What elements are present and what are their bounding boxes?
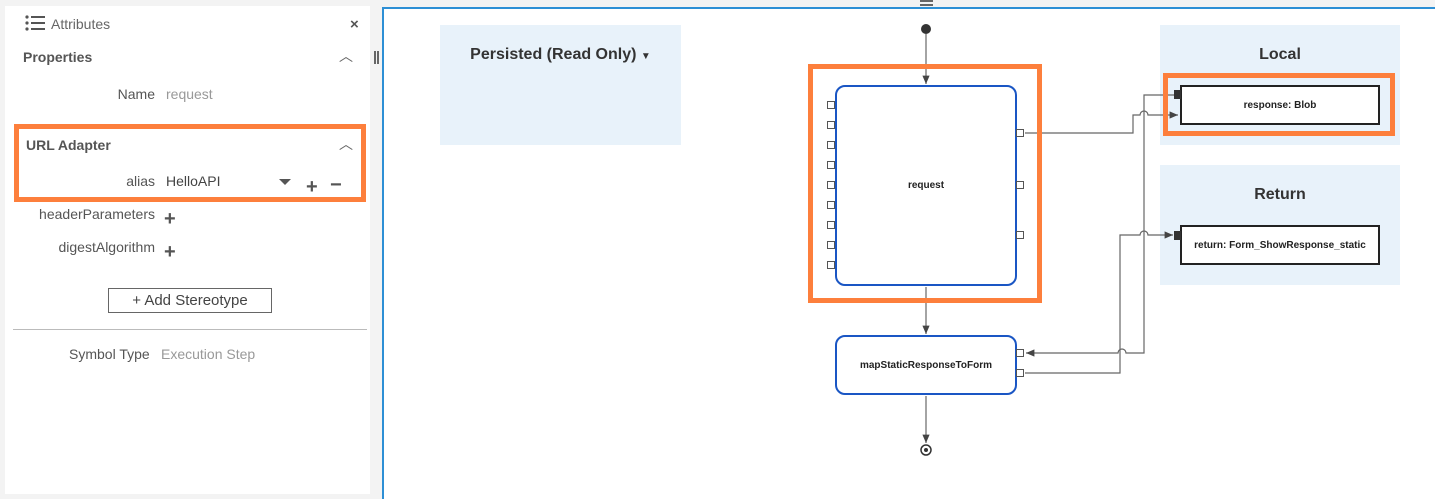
add-digest-algorithm-icon[interactable]: + — [164, 241, 176, 263]
remove-alias-icon[interactable]: − — [330, 174, 342, 196]
port[interactable] — [827, 201, 835, 209]
panel-title: Attributes — [51, 16, 111, 32]
port[interactable] — [1016, 129, 1024, 137]
edge-request-response — [1025, 110, 1178, 134]
add-stereotype-button[interactable]: + Add Stereotype — [108, 288, 272, 313]
response-variable[interactable]: response: Blob — [1180, 85, 1380, 125]
request-node[interactable]: request — [835, 85, 1017, 286]
header-parameters-label: headerParameters — [39, 206, 155, 222]
port[interactable] — [827, 181, 835, 189]
response-port — [1174, 90, 1181, 99]
map-node-label: mapStaticResponseToForm — [859, 359, 993, 371]
response-highlight — [1163, 73, 1395, 136]
port[interactable] — [827, 261, 835, 269]
edge-map-return — [1025, 230, 1173, 374]
map-static-response-node[interactable]: mapStaticResponseToForm — [835, 335, 1017, 395]
port[interactable] — [827, 141, 835, 149]
resize-handle[interactable] — [374, 51, 379, 64]
list-icon — [25, 15, 47, 31]
persisted-zone: Persisted (Read Only) ▼ — [440, 25, 681, 145]
close-icon[interactable]: × — [350, 16, 359, 33]
digest-algorithm-label: digestAlgorithm — [58, 239, 156, 255]
url-adapter-highlight — [14, 124, 366, 202]
port[interactable] — [1016, 181, 1024, 189]
edge-response-map — [1026, 94, 1175, 357]
port[interactable] — [1016, 349, 1024, 357]
dropdown-arrow-icon[interactable] — [279, 179, 291, 185]
chevron-up-icon[interactable]: ︿ — [339, 136, 353, 152]
port[interactable] — [827, 241, 835, 249]
alias-select[interactable]: HelloAPI — [166, 173, 221, 189]
return-variable-label: return: Form_ShowResponse_static — [1194, 239, 1366, 251]
end-node-dot — [924, 448, 928, 452]
port[interactable] — [827, 101, 835, 109]
alias-label: alias — [126, 173, 155, 189]
request-highlight — [808, 64, 1042, 303]
port[interactable] — [827, 161, 835, 169]
port[interactable] — [827, 121, 835, 129]
chevron-up-icon[interactable]: ︿ — [339, 48, 353, 64]
persisted-title: Persisted (Read Only) — [470, 46, 637, 63]
return-title: Return — [1254, 186, 1306, 203]
url-adapter-section-title[interactable]: URL Adapter — [26, 137, 111, 153]
port[interactable] — [1016, 231, 1024, 239]
properties-section-title[interactable]: Properties — [23, 49, 93, 65]
symbol-type-value: Execution Step — [161, 346, 256, 362]
attributes-panel: Attributes × Properties ︿ Name request U… — [5, 6, 370, 494]
response-variable-label: response: Blob — [1243, 99, 1317, 111]
port[interactable] — [1016, 369, 1024, 377]
request-node-label: request — [907, 180, 945, 191]
port[interactable] — [827, 221, 835, 229]
local-title: Local — [1259, 46, 1301, 63]
name-label: Name — [117, 86, 155, 102]
add-alias-icon[interactable]: + — [306, 176, 318, 198]
return-port — [1174, 231, 1181, 240]
divider — [13, 329, 367, 330]
symbol-type-label: Symbol Type — [69, 346, 150, 362]
return-variable[interactable]: return: Form_ShowResponse_static — [1180, 225, 1380, 265]
dropdown-arrow-icon: ▼ — [640, 51, 651, 62]
start-node — [921, 24, 931, 34]
name-value[interactable]: request — [166, 86, 213, 102]
add-header-parameter-icon[interactable]: + — [164, 208, 176, 230]
canvas-resize-handle[interactable] — [920, 0, 933, 6]
persisted-dropdown[interactable]: Persisted (Read Only) ▼ — [440, 46, 681, 64]
